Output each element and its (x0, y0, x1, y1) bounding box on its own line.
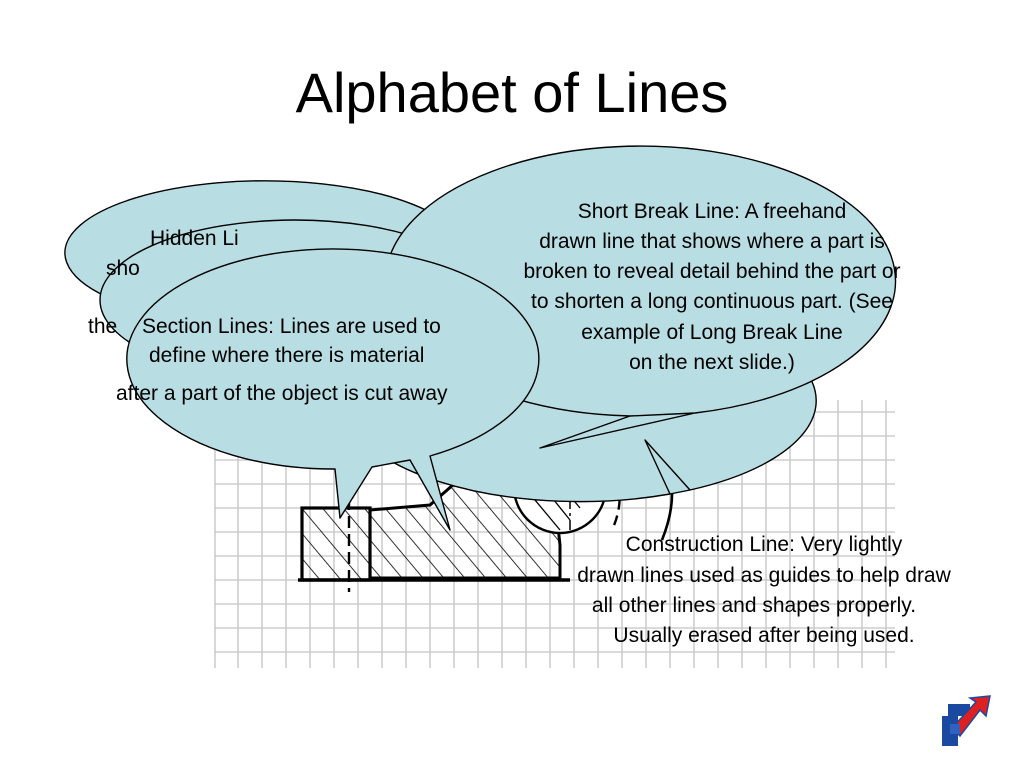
short-break-text-4: to shorten a long continuous part. (See (531, 290, 893, 313)
short-break-text-1: Short Break Line: A freehand (577, 200, 847, 223)
center-line-text: the (88, 315, 118, 338)
slide-title: Alphabet of Lines (295, 61, 729, 124)
hidden-line-text-1: Hidden Li (150, 227, 239, 250)
hidden-line-text-2: sho (106, 257, 140, 280)
callout-section-lines (126, 248, 540, 531)
short-break-text-3: broken to reveal detail behind the part … (523, 260, 901, 283)
short-break-text-6: on the next slide.) (629, 351, 795, 374)
sketch-drawing (214, 400, 895, 668)
section-lines-text-3: after a part of the object is cut away (116, 382, 448, 405)
callout-section-lines-group (126, 248, 540, 531)
short-break-text-2: drawn line that shows where a part is (539, 230, 885, 253)
short-break-text-5: example of Long Break Line (581, 321, 843, 344)
construction-text-2: drawn lines used as guides to help draw (577, 564, 951, 587)
section-lines-text-1: Section Lines: Lines are used to (142, 315, 441, 338)
navigation-arrows-icon[interactable] (942, 695, 991, 746)
hatched-block (300, 506, 372, 582)
construction-text-3: all other lines and shapes properly. (591, 594, 917, 617)
construction-text-4: Usually erased after being used. (613, 624, 915, 647)
section-lines-text-2: define where there is material (149, 344, 425, 367)
construction-text-1: Construction Line: Very lightly (625, 533, 903, 556)
